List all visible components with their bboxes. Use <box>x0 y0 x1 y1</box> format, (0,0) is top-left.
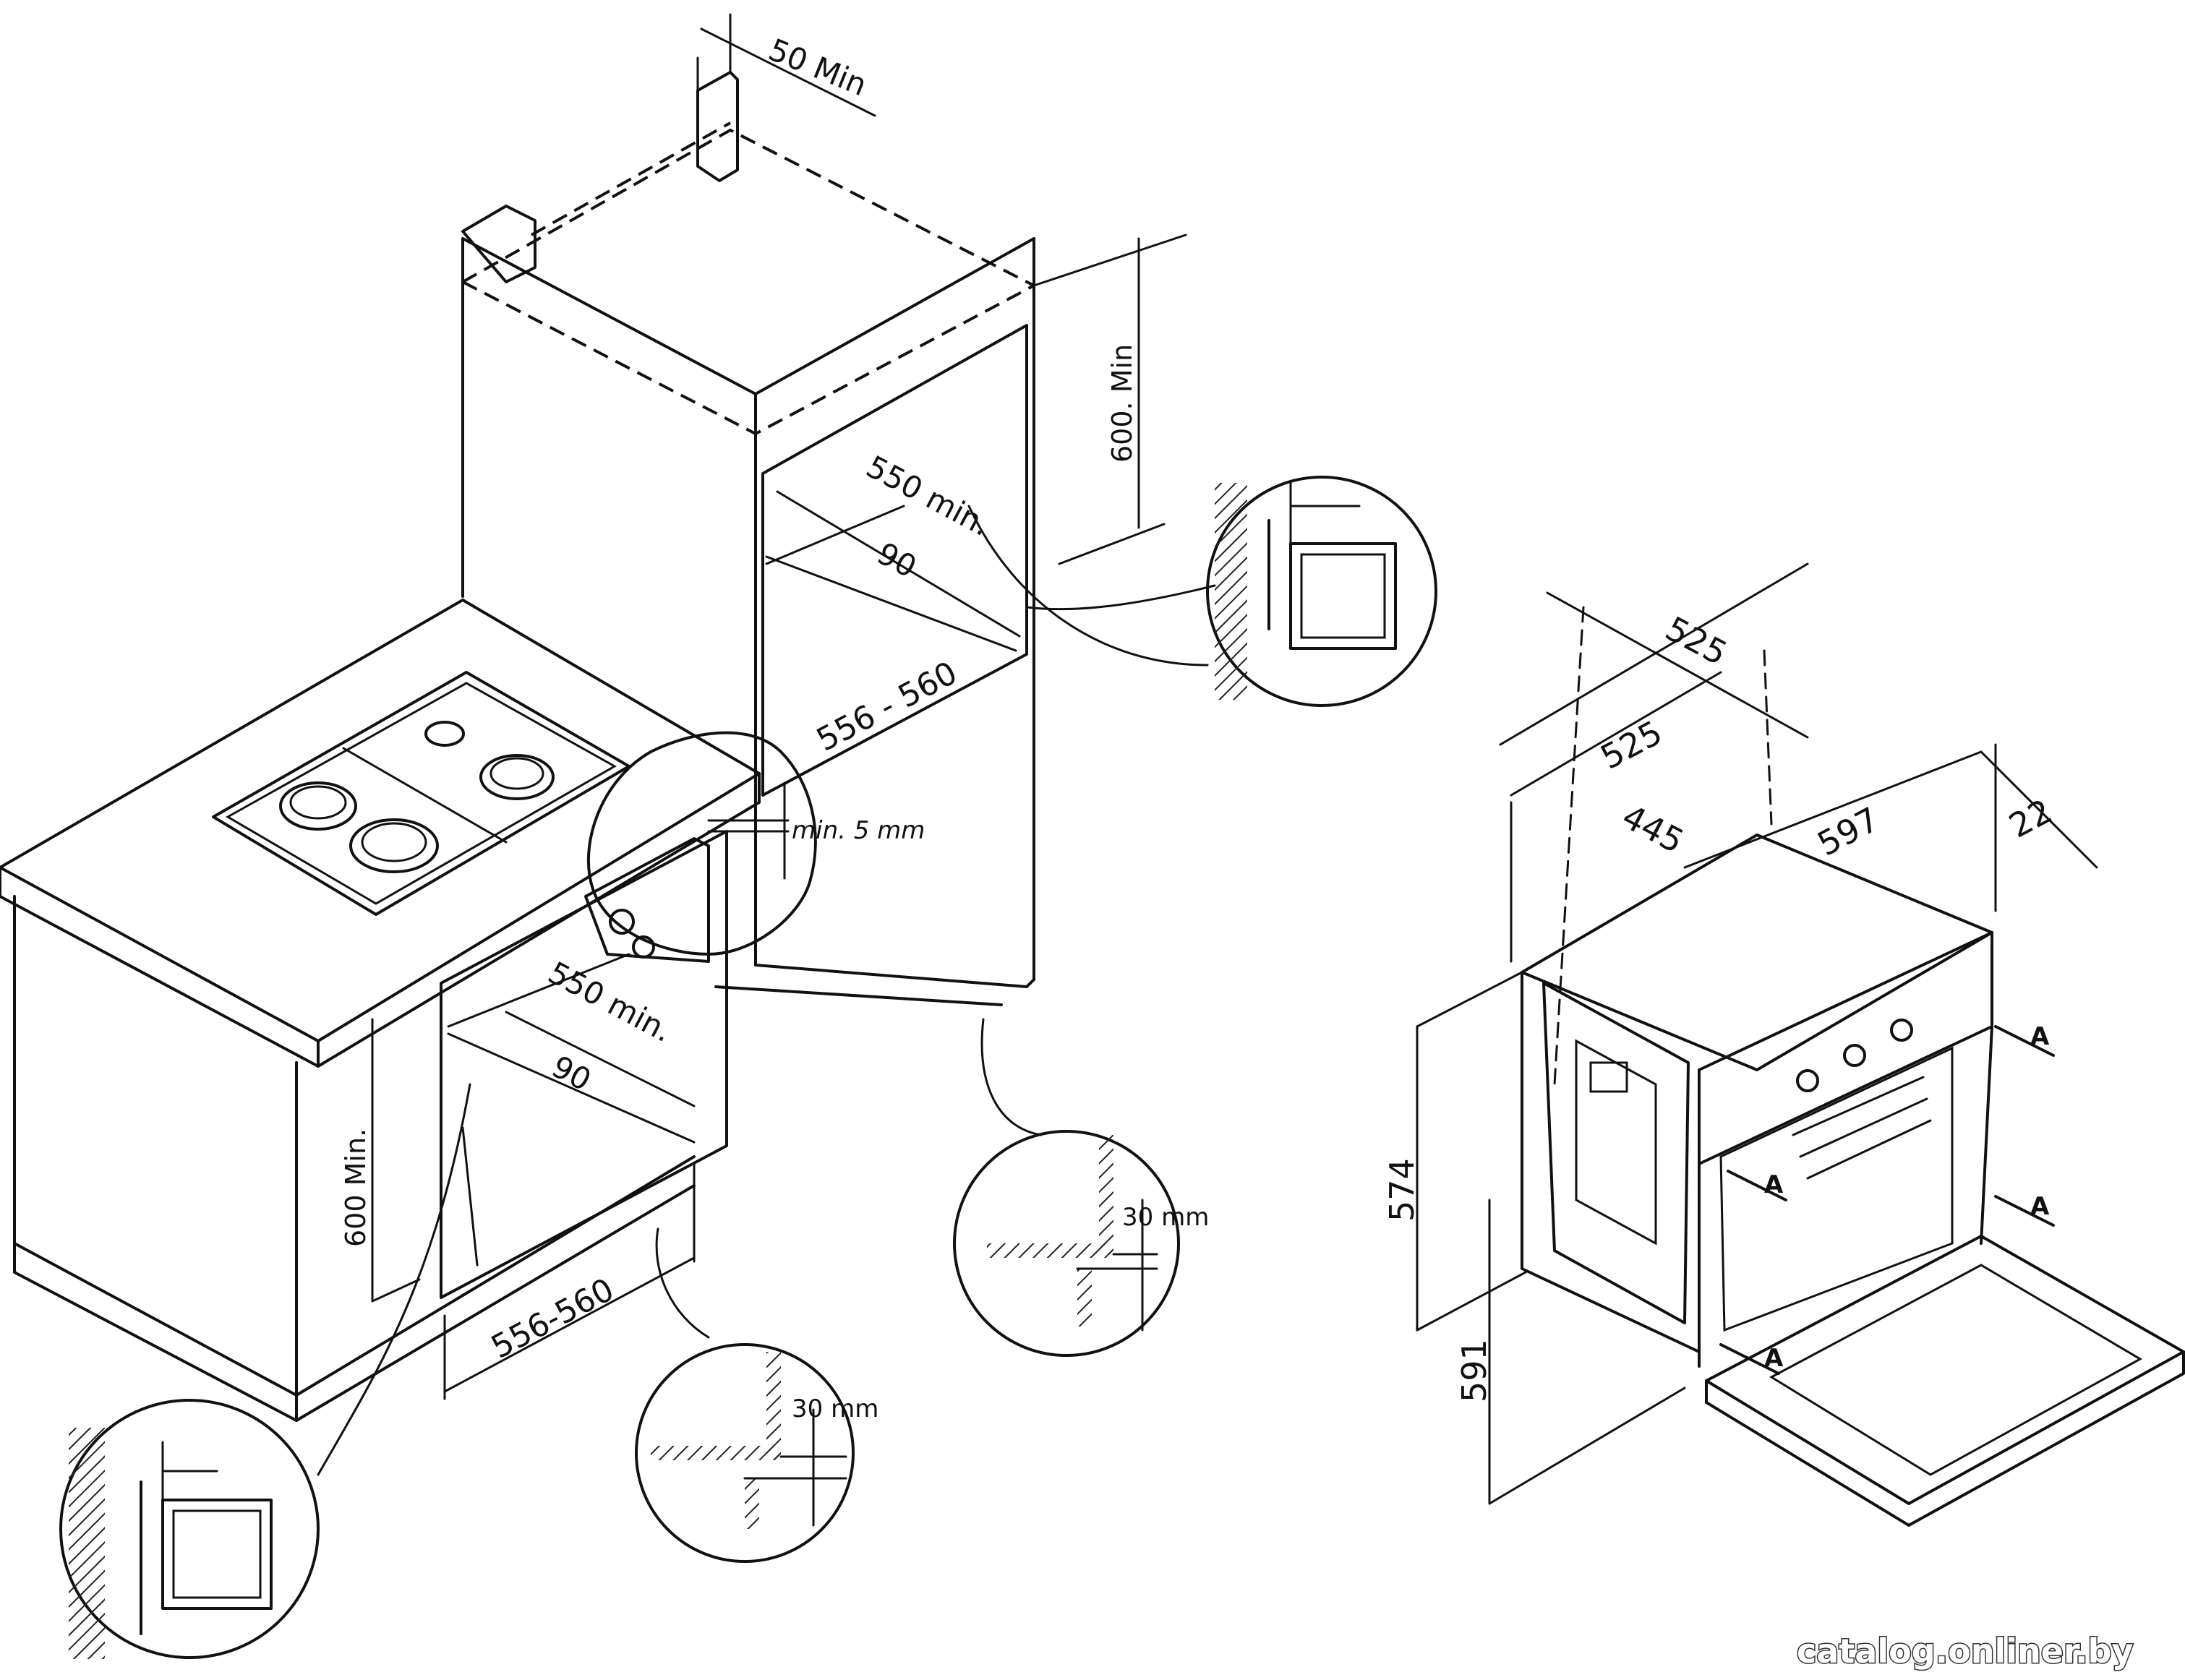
oven-door-thickness-label: 22 <box>2003 792 2058 846</box>
airflow-detail-upper <box>967 476 1437 707</box>
tall-gap-label: 90 <box>871 536 922 585</box>
airflow-detail-lower <box>59 1083 471 1659</box>
oven-depth-total-label: 525 <box>1659 609 1734 673</box>
low-depth-label: 550 min. <box>542 955 677 1050</box>
hob-gap-label: min. 5 mm <box>792 816 925 845</box>
airflow-label-2: A <box>2030 1192 2050 1221</box>
low-width-label: 556-560 <box>485 1271 620 1366</box>
oven-front-height-label: 591 <box>1455 1339 1494 1402</box>
oven-depth-inner-label: 445 <box>1616 797 1690 861</box>
hob-gap-detail <box>584 731 817 963</box>
oven-body-height-label: 574 <box>1382 1158 1421 1222</box>
section-detail-left <box>635 1227 855 1563</box>
oven-assembly <box>1416 562 2185 1527</box>
top-clearance-label: 50 Min <box>764 32 871 103</box>
airflow-label-4: A <box>1764 1344 1784 1373</box>
low-height-label: 600 Min. <box>340 1128 372 1247</box>
dimension-labels: 50 Min 600. Min 550 min. 90 556 - 560 mi… <box>340 32 2134 1672</box>
oven-width-label: 597 <box>1811 800 1886 864</box>
low-gap-label: 90 <box>546 1049 597 1098</box>
cabinet-assembly <box>0 13 1437 1659</box>
tall-depth-label: 550 min. <box>860 449 996 544</box>
tall-cabinet <box>461 13 1187 1006</box>
airflow-label-1: A <box>2030 1022 2050 1051</box>
airflow-label-3: A <box>1764 1170 1784 1199</box>
tall-height-label: 600. Min <box>1106 344 1138 463</box>
vent-gap-right-label: 30 mm <box>1122 1203 1209 1232</box>
oven-depth-body-label: 525 <box>1594 713 1669 777</box>
watermark: catalog.onliner.by <box>1797 1632 2133 1671</box>
section-detail-right <box>953 1018 1180 1357</box>
vent-gap-left-label: 30 mm <box>792 1394 878 1423</box>
base-cabinet <box>0 599 761 1422</box>
tall-width-label: 556 - 560 <box>811 654 963 758</box>
